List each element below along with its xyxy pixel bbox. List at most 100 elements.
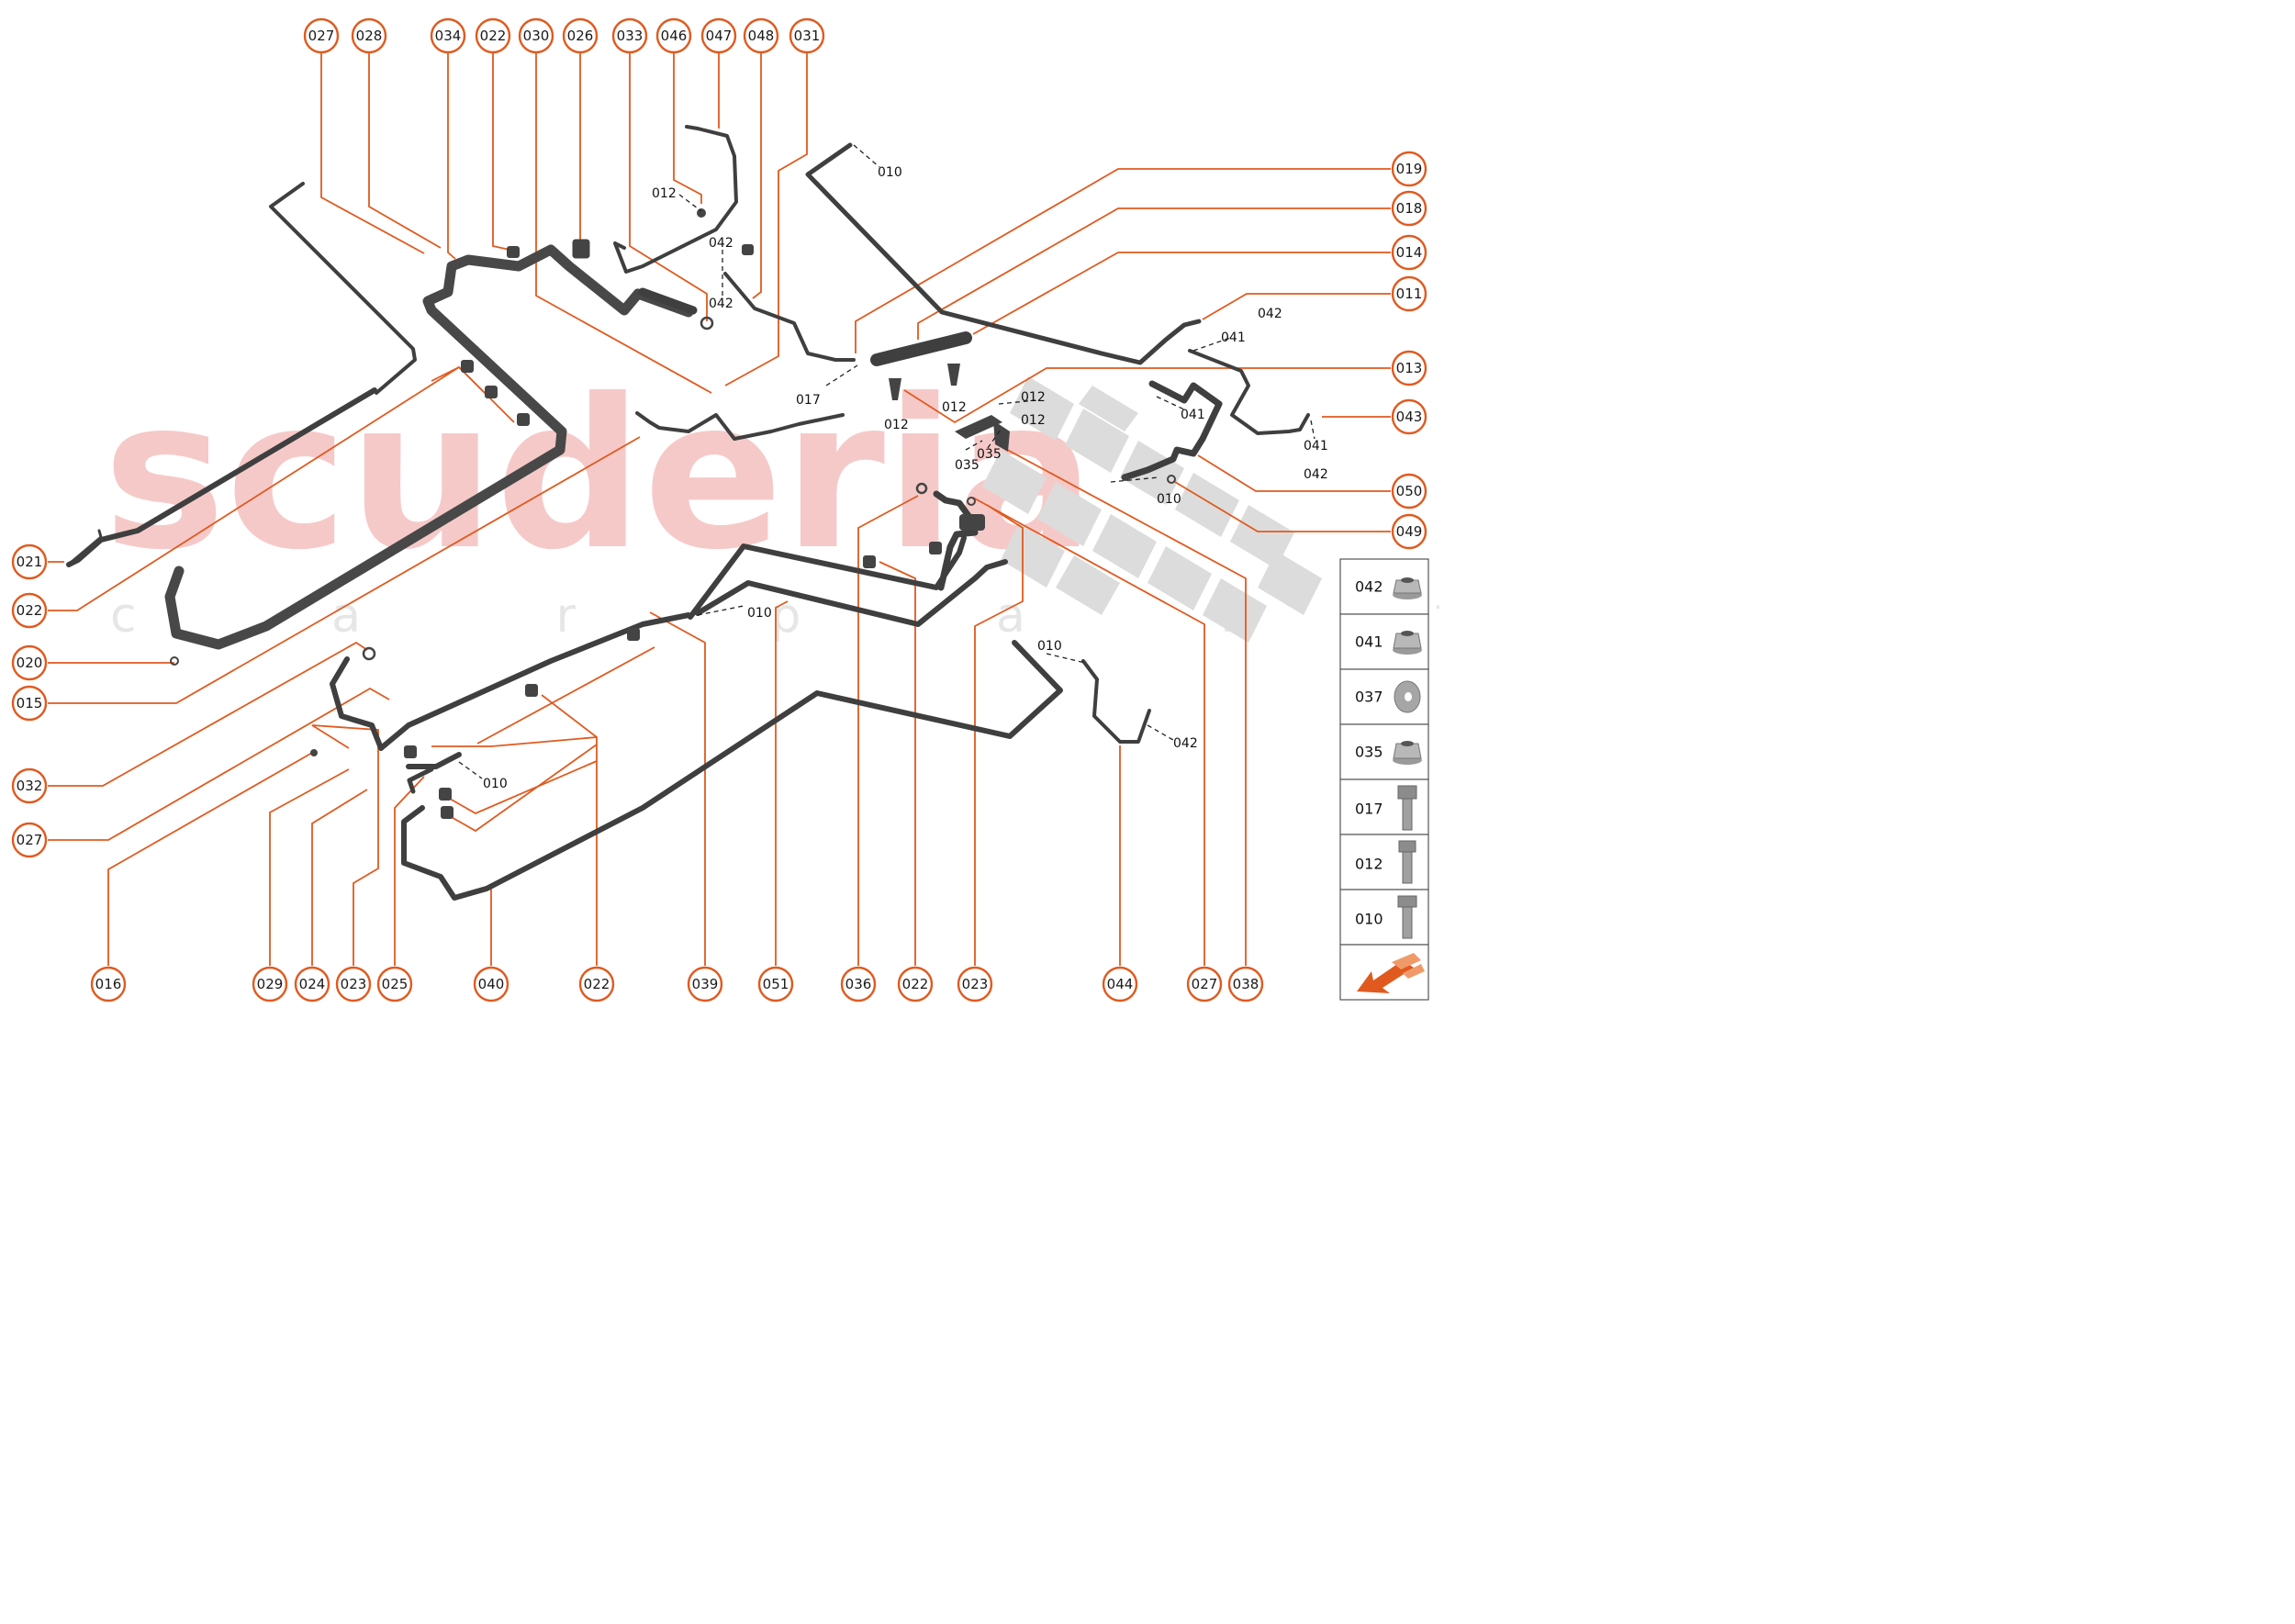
- inline-label: 012: [1021, 413, 1046, 428]
- svg-text:039: 039: [692, 976, 719, 992]
- svg-text:015: 015: [17, 695, 43, 711]
- watermark-brand: scuderia: [103, 355, 1095, 596]
- callout-022[interactable]: 022: [475, 17, 511, 54]
- svg-text:018: 018: [1396, 200, 1423, 217]
- svg-text:028: 028: [356, 28, 383, 44]
- hose-clamp-icon: [700, 316, 714, 330]
- bolt-icon: [1397, 895, 1417, 939]
- inline-label: 041: [1181, 408, 1205, 422]
- callout-030[interactable]: 030: [518, 17, 554, 54]
- grommet-icon: [627, 628, 640, 641]
- callouts-left: 021 022 020 015 032 027: [11, 543, 48, 858]
- grommet-icon: [742, 244, 754, 255]
- legend-code: 010: [1355, 911, 1383, 928]
- callout-028[interactable]: 028: [351, 17, 387, 54]
- mounting-bracket-icon: [955, 415, 1002, 439]
- callout-033[interactable]: 033: [611, 17, 648, 54]
- svg-text:046: 046: [661, 28, 688, 44]
- callout-043[interactable]: 043: [1391, 398, 1427, 435]
- svg-text:038: 038: [1233, 976, 1259, 992]
- callout-049[interactable]: 049: [1391, 513, 1427, 550]
- callout-025[interactable]: 025: [376, 966, 413, 1002]
- callout-015[interactable]: 015: [11, 685, 48, 722]
- clip-icon: [170, 656, 179, 666]
- inline-label: 017: [796, 393, 821, 408]
- svg-text:025: 025: [382, 976, 409, 992]
- inline-label: 035: [977, 447, 1002, 462]
- mounting-bracket-icon: [993, 420, 1010, 452]
- hose-clamp-icon: [915, 482, 928, 495]
- svg-text:029: 029: [257, 976, 284, 992]
- inline-label: 042: [1304, 467, 1328, 482]
- callout-027[interactable]: 027: [11, 822, 48, 858]
- svg-text:034: 034: [435, 28, 462, 44]
- callout-011[interactable]: 011: [1391, 275, 1427, 312]
- callout-050[interactable]: 050: [1391, 473, 1427, 510]
- inline-label: 042: [1258, 307, 1282, 321]
- callout-051[interactable]: 051: [757, 966, 794, 1002]
- inline-label: 010: [483, 777, 508, 791]
- svg-text:022: 022: [584, 976, 610, 992]
- bolt-icon: [1398, 840, 1416, 884]
- callout-038[interactable]: 038: [1227, 966, 1264, 1002]
- callout-046[interactable]: 046: [655, 17, 692, 54]
- grommet-icon: [439, 788, 452, 801]
- svg-text:023: 023: [962, 976, 989, 992]
- callout-029[interactable]: 029: [252, 966, 288, 1002]
- grommet-icon: [404, 745, 417, 758]
- callout-022[interactable]: 022: [11, 592, 48, 629]
- legend-code: 012: [1355, 856, 1383, 873]
- svg-text:019: 019: [1396, 161, 1423, 177]
- callout-022[interactable]: 022: [897, 966, 934, 1002]
- callout-027[interactable]: 027: [303, 17, 340, 54]
- svg-text:030: 030: [523, 28, 550, 44]
- callout-032[interactable]: 032: [11, 767, 48, 804]
- bolt-icon: [889, 378, 901, 400]
- svg-text:027: 027: [308, 28, 335, 44]
- svg-text:049: 049: [1396, 523, 1423, 540]
- callout-031[interactable]: 031: [789, 17, 825, 54]
- bleed-screw-icon: [310, 749, 318, 756]
- svg-text:026: 026: [567, 28, 594, 44]
- legend-code: 017: [1355, 801, 1383, 818]
- callout-034[interactable]: 034: [430, 17, 466, 54]
- svg-text:014: 014: [1396, 244, 1423, 261]
- svg-text:043: 043: [1396, 409, 1423, 425]
- callout-044[interactable]: 044: [1102, 966, 1138, 1002]
- callout-048[interactable]: 048: [743, 17, 779, 54]
- hose-clamp-icon: [362, 646, 376, 661]
- callout-023[interactable]: 023: [335, 966, 372, 1002]
- hose-clamp-icon: [967, 497, 976, 506]
- svg-text:021: 021: [17, 554, 43, 570]
- inline-labels: 010 012 042 042 017 012 012 012 012 035 …: [483, 165, 1328, 791]
- callout-018[interactable]: 018: [1391, 190, 1427, 227]
- watermark: scuderia c a r p a r t s: [103, 355, 1439, 644]
- callout-026[interactable]: 026: [562, 17, 599, 54]
- svg-text:016: 016: [95, 976, 122, 992]
- grommet-icon: [525, 684, 538, 697]
- callout-016[interactable]: 016: [90, 966, 127, 1002]
- callout-022[interactable]: 022: [578, 966, 615, 1002]
- callout-023[interactable]: 023: [957, 966, 993, 1002]
- callout-013[interactable]: 013: [1391, 350, 1427, 386]
- inline-label: 035: [955, 458, 980, 473]
- callouts-bottom: 016 029 024 023 025 040 022 039 051 036 …: [90, 966, 1264, 1002]
- svg-text:044: 044: [1107, 976, 1134, 992]
- callout-036[interactable]: 036: [840, 966, 877, 1002]
- svg-text:022: 022: [17, 602, 43, 619]
- grommet-icon: [929, 542, 942, 554]
- callout-019[interactable]: 019: [1391, 151, 1427, 187]
- callout-039[interactable]: 039: [687, 966, 723, 1002]
- callout-024[interactable]: 024: [294, 966, 330, 1002]
- callout-027[interactable]: 027: [1186, 966, 1223, 1002]
- callout-047[interactable]: 047: [700, 17, 737, 54]
- callout-040[interactable]: 040: [473, 966, 509, 1002]
- callout-020[interactable]: 020: [11, 644, 48, 681]
- svg-text:011: 011: [1396, 286, 1423, 302]
- svg-text:027: 027: [17, 832, 43, 848]
- bracket-icon: [572, 239, 590, 259]
- bolt-icon: [697, 208, 706, 218]
- callout-021[interactable]: 021: [11, 543, 48, 580]
- callout-014[interactable]: 014: [1391, 234, 1427, 271]
- flange-nut-icon: [1393, 631, 1422, 655]
